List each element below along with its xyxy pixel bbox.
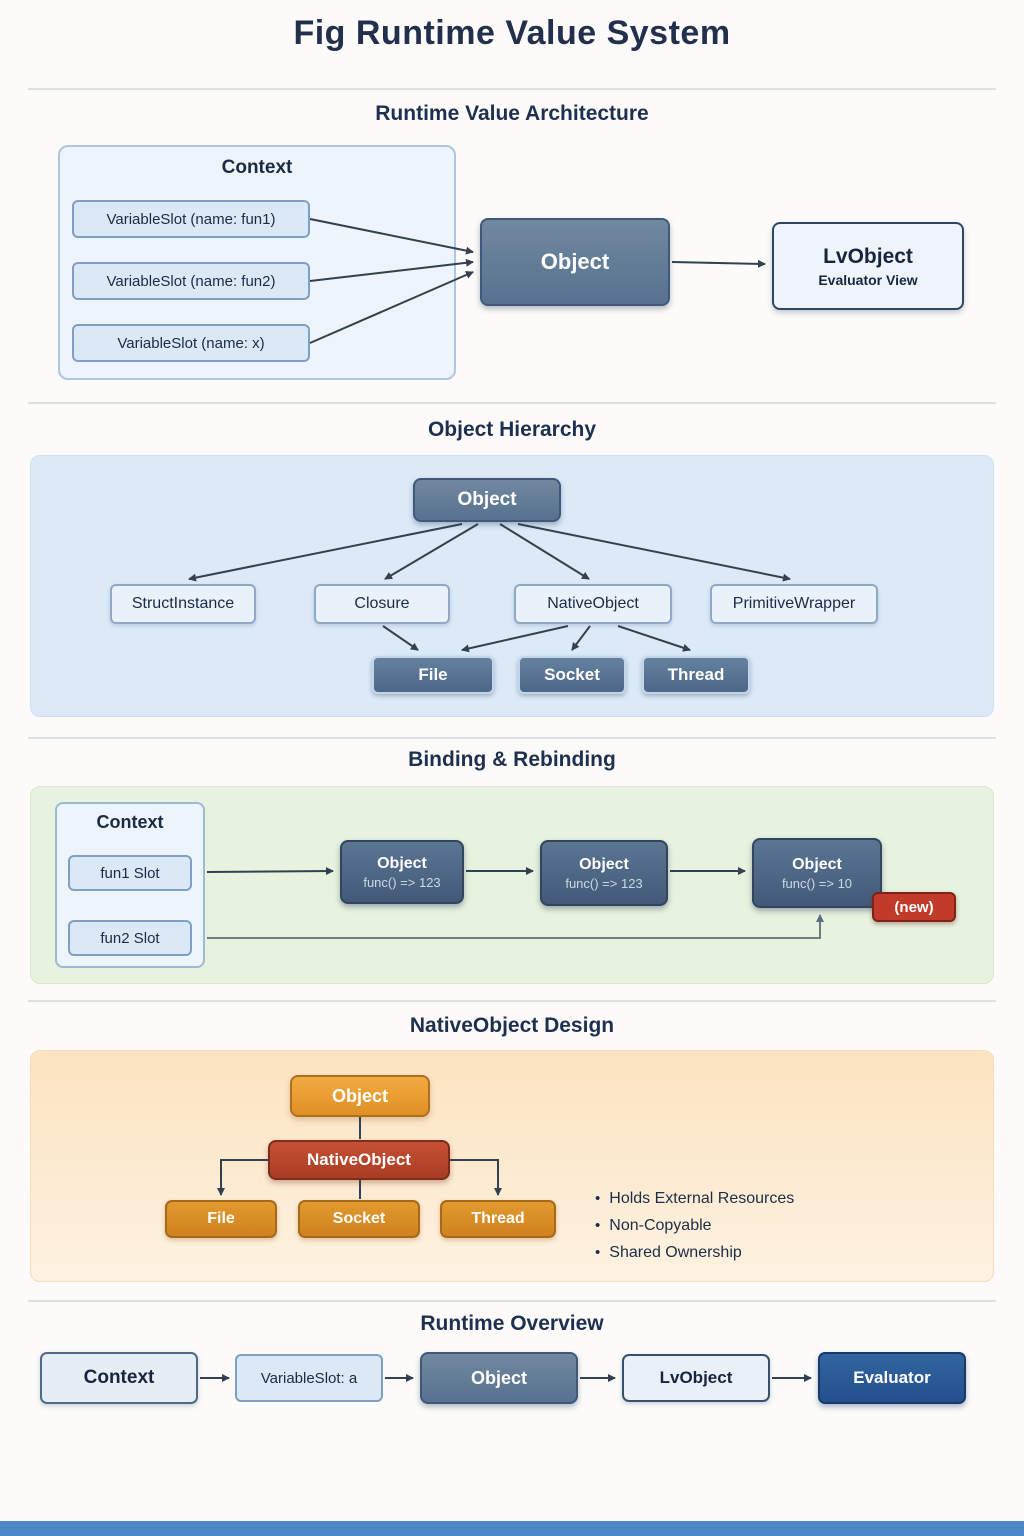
native-design-thread: Thread: [440, 1200, 556, 1238]
section-heading-overview: Runtime Overview: [420, 1312, 604, 1335]
binding-object-3-title: Object: [792, 855, 842, 873]
variable-slot-fun1: VariableSlot (name: fun1): [72, 200, 310, 238]
section-heading-architecture: Runtime Value Architecture: [375, 102, 649, 125]
hierarchy-root-object: Object: [413, 478, 561, 522]
native-design-panel: [30, 1050, 994, 1282]
binding-object-1-title: Object: [377, 854, 427, 872]
overview-object: Object: [420, 1352, 578, 1404]
hierarchy-primitivewrapper: PrimitiveWrapper: [710, 584, 878, 624]
binding-fun2-slot: fun2 Slot: [68, 920, 192, 956]
overview-variableslot-a: VariableSlot: a: [235, 1354, 383, 1402]
binding-object-3: Object func() => 10: [752, 838, 882, 908]
divider: [28, 1000, 996, 1002]
lvobject-subtitle: Evaluator View: [818, 271, 918, 288]
object-node-architecture: Object: [480, 218, 670, 306]
variable-slot-fun2: VariableSlot (name: fun2): [72, 262, 310, 300]
binding-object-2: Object func() => 123: [540, 840, 668, 906]
hierarchy-file: File: [372, 656, 494, 694]
section-heading-hierarchy: Object Hierarchy: [427, 418, 597, 441]
hierarchy-thread: Thread: [642, 656, 750, 694]
binding-object-1-value: func() => 123: [363, 874, 441, 890]
overview-lvobject: LvObject: [622, 1354, 770, 1402]
section-heading-native-design: NativeObject Design: [409, 1014, 615, 1037]
binding-fun1-slot: fun1 Slot: [68, 855, 192, 891]
divider: [28, 1300, 996, 1302]
hierarchy-socket: Socket: [518, 656, 626, 694]
context-panel-label: Context: [221, 157, 293, 178]
lvobject-node: LvObject Evaluator View: [772, 222, 964, 310]
divider: [28, 402, 996, 404]
native-design-file: File: [165, 1200, 277, 1238]
lvobject-title: LvObject: [823, 244, 913, 268]
hierarchy-closure: Closure: [314, 584, 450, 624]
native-design-bullets: Holds External Resources Non-Copyable Sh…: [595, 1190, 794, 1262]
native-design-socket: Socket: [298, 1200, 420, 1238]
footer-strip: [0, 1521, 1024, 1536]
overview-context: Context: [40, 1352, 198, 1404]
native-design-nativeobject: NativeObject: [268, 1140, 450, 1180]
binding-object-1: Object func() => 123: [340, 840, 464, 904]
hierarchy-nativeobject: NativeObject: [514, 584, 672, 624]
bullet-shared-ownership: Shared Ownership: [595, 1244, 794, 1262]
binding-object-2-title: Object: [579, 855, 629, 873]
section-heading-binding: Binding & Rebinding: [408, 748, 616, 771]
native-design-object: Object: [290, 1075, 430, 1117]
page-title: Fig Runtime Value System: [293, 14, 731, 52]
bullet-non-copyable: Non-Copyable: [595, 1217, 794, 1235]
hierarchy-structinstance: StructInstance: [110, 584, 256, 624]
divider: [28, 737, 996, 739]
bullet-holds-external-resources: Holds External Resources: [595, 1190, 794, 1208]
variable-slot-x: VariableSlot (name: x): [72, 324, 310, 362]
binding-context-label: Context: [96, 812, 164, 832]
new-badge: (new): [872, 892, 956, 922]
binding-object-3-value: func() => 10: [781, 875, 853, 891]
divider: [28, 88, 996, 90]
overview-evaluator: Evaluator: [818, 1352, 966, 1404]
binding-object-2-value: func() => 123: [565, 875, 643, 891]
